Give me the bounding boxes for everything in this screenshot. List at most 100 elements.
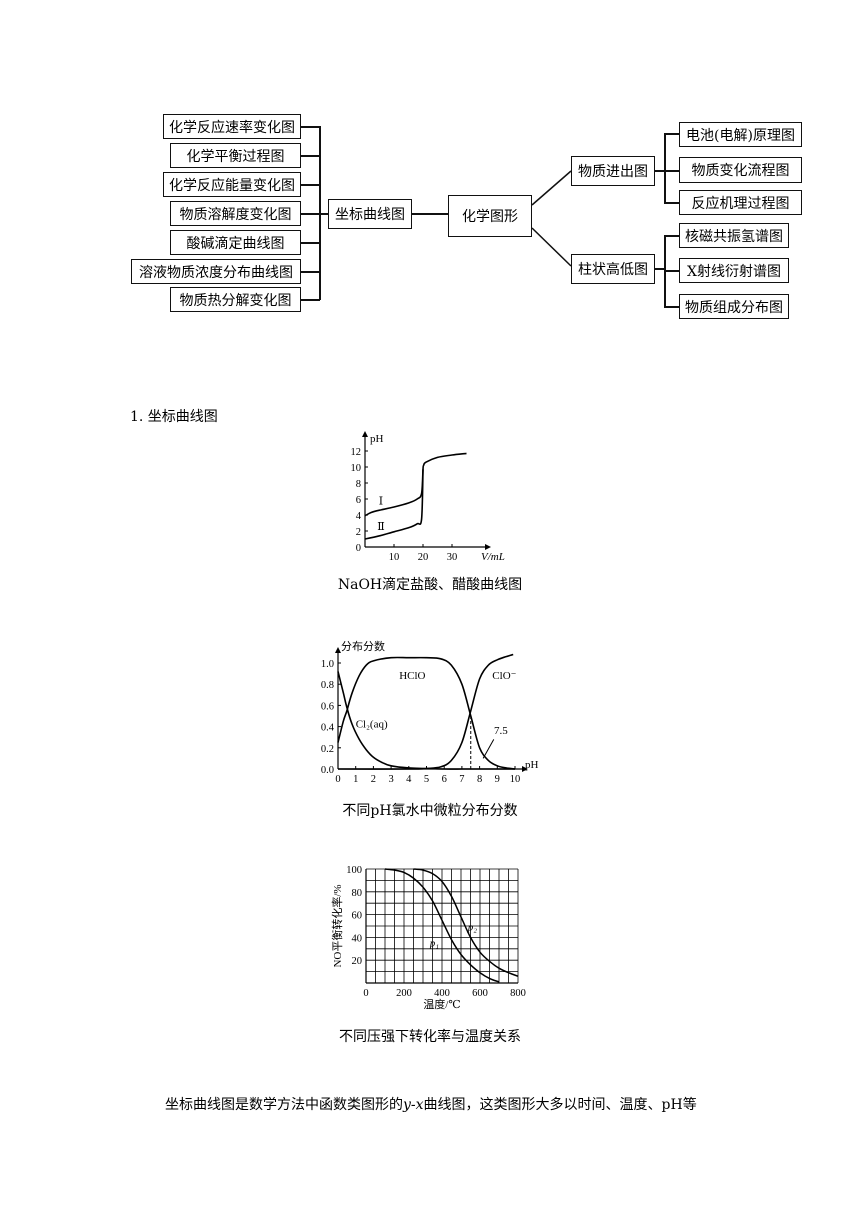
mindmap-branch2-item: 物质组成分布图 bbox=[679, 294, 789, 319]
chart3-x-tick-label: 200 bbox=[396, 988, 412, 999]
chart3-y-tick-label: 20 bbox=[352, 956, 363, 967]
chart3-x-axis-label: 温度/℃ bbox=[423, 997, 460, 1011]
mindmap-branch2-item: X射线衍射谱图 bbox=[679, 258, 789, 283]
chart3-labels: 温度/℃ NO平衡转化率/% p₁ p₂ bbox=[330, 884, 477, 1011]
chart2-series-label: Cl₂(aq) bbox=[356, 719, 388, 731]
chart2-x-tick-label: 3 bbox=[388, 774, 393, 785]
chart3-y-tick-label: 40 bbox=[352, 933, 363, 944]
chart2-x-tick-label: 10 bbox=[510, 774, 521, 785]
mindmap-branch-node: 物质进出图 bbox=[571, 156, 655, 186]
chart1-y-tick-label: 4 bbox=[356, 511, 362, 522]
chart2-ticks: 0.0 0.2 0.4 0.6 0.8 1.0 0 1 2 3 4 5 6 7 8 9 10 bbox=[321, 659, 520, 785]
mindmap-branch2-item: 核磁共振氢谱图 bbox=[679, 223, 789, 248]
chart2-y-tick-label: 0.6 bbox=[321, 701, 334, 712]
chart2-y-arrow bbox=[335, 647, 341, 653]
chart2-x-tick-label: 2 bbox=[371, 774, 376, 785]
mindmap-branch-node: 柱状高低图 bbox=[571, 254, 655, 284]
chart1-y-tick-label: 0 bbox=[356, 543, 361, 554]
mindmap-left-item: 化学反应能量变化图 bbox=[163, 172, 301, 197]
chart3-series-label: p₂ bbox=[467, 922, 478, 934]
chart3-y-axis-label: NO平衡转化率/% bbox=[330, 884, 344, 967]
chart2-series-line bbox=[337, 653, 514, 770]
chart2-series-label: ClO⁻ bbox=[492, 670, 516, 682]
mindmap-left-item: 物质溶解度变化图 bbox=[170, 201, 301, 226]
chart1-y-tick-label: 12 bbox=[351, 447, 362, 458]
chart1-x-arrow bbox=[485, 544, 491, 550]
chart2-annotation: 7.5 bbox=[494, 725, 508, 737]
mindmap-branch1-item: 物质变化流程图 bbox=[679, 157, 802, 183]
mindmap-left-item: 酸碱滴定曲线图 bbox=[170, 230, 301, 255]
chart3-series bbox=[384, 868, 519, 983]
chart2-y-axis-label: 分布分数 bbox=[341, 640, 385, 653]
chart2-x-tick-label: 6 bbox=[442, 774, 447, 785]
chart3-y-tick-label: 100 bbox=[346, 865, 362, 876]
chart2-x-tick-label: 1 bbox=[353, 774, 358, 785]
paragraph-after: 曲线图，这类图形大多以时间、温度、pH等 bbox=[423, 1097, 697, 1113]
chart3-caption: 不同压强下转化率与温度关系 bbox=[339, 1029, 521, 1045]
chart2-y-tick-label: 0.0 bbox=[321, 765, 334, 776]
chart1-x-tick-label: 20 bbox=[418, 552, 429, 563]
chart3-axes bbox=[365, 869, 518, 984]
chart1-series-line bbox=[364, 452, 467, 517]
chart2-x-tick-label: 9 bbox=[495, 774, 500, 785]
chart1-x-tick-label: 10 bbox=[389, 552, 400, 563]
chart2-x-tick-label: 0 bbox=[335, 774, 340, 785]
section-heading: 1. 坐标曲线图 bbox=[130, 409, 218, 425]
chart1-x-axis-label: V/mL bbox=[481, 551, 505, 563]
chart1-y-axis-label: pH bbox=[370, 433, 384, 445]
chart1-axes bbox=[362, 431, 491, 550]
mindmap-left-item: 化学平衡过程图 bbox=[170, 143, 301, 168]
chart2-y-tick-label: 0.8 bbox=[321, 680, 334, 691]
chart3-series-label: p₁ bbox=[429, 938, 440, 950]
mindmap-diagonal-links bbox=[531, 170, 572, 267]
chart3-x-tick-label: 0 bbox=[363, 988, 368, 999]
chart2-x-tick-label: 7 bbox=[459, 774, 464, 785]
chart2-y-tick-label: 0.4 bbox=[321, 723, 335, 734]
chart3-x-tick-label: 600 bbox=[472, 988, 488, 999]
chart1-series bbox=[364, 452, 467, 540]
chart2-y-tick-label: 0.2 bbox=[321, 744, 334, 755]
chart2-x-tick-label: 5 bbox=[424, 774, 429, 785]
chart3-y-tick-label: 60 bbox=[352, 911, 363, 922]
chart1-y-tick-label: 6 bbox=[356, 495, 361, 506]
chart1-x-tick-label: 30 bbox=[447, 552, 458, 563]
chart3-y-tick-label: 80 bbox=[352, 888, 363, 899]
chart1-y-arrow bbox=[362, 431, 368, 437]
mindmap-coord-node: 坐标曲线图 bbox=[328, 199, 412, 229]
chart2-x-axis-label: pH bbox=[525, 759, 539, 771]
body-paragraph: 坐标曲线图是数学方法中函数类图形的y-x曲线图，这类图形大多以时间、温度、pH等 bbox=[165, 1094, 697, 1114]
chart1-y-tick-label: 10 bbox=[351, 463, 362, 474]
chart1-ticks: 0 2 4 6 8 10 12 10 20 30 bbox=[351, 447, 458, 563]
mindmap-branch1-item: 反应机理过程图 bbox=[679, 190, 802, 215]
mindmap-branch1-item: 电池(电解)原理图 bbox=[679, 122, 802, 147]
chart2-x-tick-label: 8 bbox=[477, 774, 482, 785]
chart3-series-line bbox=[384, 868, 500, 983]
chart3-x-tick-label: 800 bbox=[510, 988, 526, 999]
paragraph-var: y-x bbox=[403, 1097, 424, 1113]
chart3-series-line bbox=[413, 868, 519, 977]
chart1-y-tick-label: 2 bbox=[356, 527, 361, 538]
chart2-x-tick-label: 4 bbox=[406, 774, 412, 785]
mindmap-left-item: 溶液物质浓度分布曲线图 bbox=[131, 259, 301, 284]
mindmap-center-node: 化学图形 bbox=[448, 195, 532, 237]
chart1-y-tick-label: 8 bbox=[356, 479, 361, 490]
chart2-series bbox=[337, 653, 516, 770]
chart2-caption: 不同pH氯水中微粒分布分数 bbox=[342, 803, 518, 819]
chart1-series-label: Ⅰ bbox=[379, 496, 383, 508]
chart1-labels: pH V/mL Ⅰ Ⅱ bbox=[370, 433, 505, 563]
chart2-y-tick-label: 1.0 bbox=[321, 659, 334, 670]
chart3-x-tick-label: 400 bbox=[434, 988, 450, 999]
chart2-annotation-leader bbox=[482, 739, 495, 759]
mindmap-left-item: 化学反应速率变化图 bbox=[163, 114, 301, 139]
chart1-series-label: Ⅱ bbox=[377, 521, 384, 533]
chart1-series-line bbox=[364, 469, 424, 540]
chart3-ticks: 20 40 60 80 100 0 200 400 600 800 bbox=[346, 865, 526, 999]
paragraph-before: 坐标曲线图是数学方法中函数类图形的 bbox=[165, 1097, 403, 1113]
chart2-x-arrow bbox=[522, 766, 528, 772]
chart2-series-line bbox=[337, 656, 516, 770]
chart1-caption: NaOH滴定盐酸、醋酸曲线图 bbox=[337, 577, 523, 593]
